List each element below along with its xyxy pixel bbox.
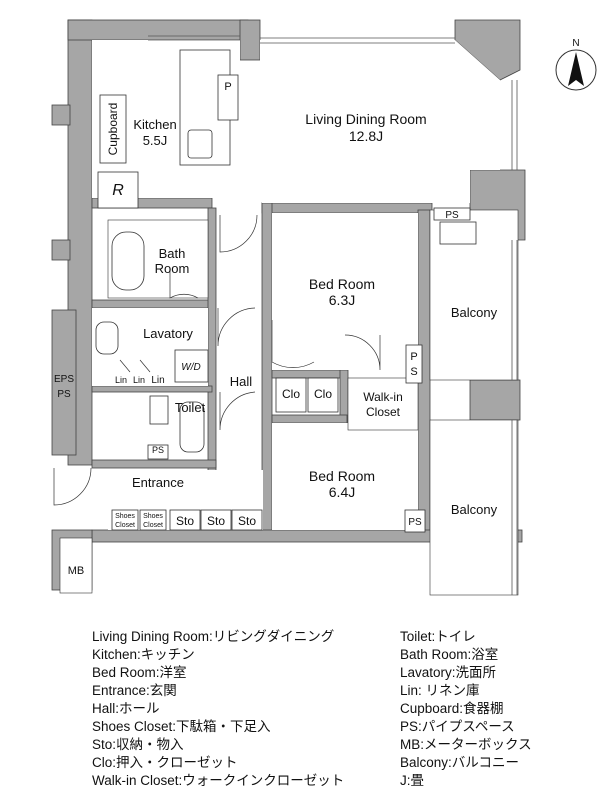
shoes2-line1: Shoes: [143, 513, 163, 520]
room-labels: Living Dining Room 12.8J Kitchen 5.5J Cu…: [54, 81, 498, 577]
ps-balcony-label: PS: [445, 210, 459, 221]
mb-label: MB: [68, 565, 85, 577]
cupboard-label: Cupboard: [106, 103, 120, 156]
ps-kitchen-label-p: P: [224, 81, 231, 93]
refrigerator-label: R: [112, 182, 124, 199]
legend-left-7: Clo:押入・クローゼット: [92, 755, 238, 770]
legend-left-2: Bed Room:洋室: [92, 665, 187, 680]
compass: N: [555, 38, 597, 91]
legend-left-1: Kitchen:キッチン: [92, 647, 195, 662]
legend-right-8: J:畳: [400, 773, 425, 788]
lin3-label: Lin: [151, 375, 164, 386]
eps-line2: PS: [57, 389, 71, 400]
legend-left-3: Entrance:玄関: [92, 683, 177, 698]
shoes1-line1: Shoes: [115, 513, 135, 520]
legend-left-0: Living Dining Room:リビングダイニング: [92, 629, 335, 644]
door-swings: [53, 214, 381, 506]
wd-label: W/D: [181, 362, 200, 373]
toilet-label: Toilet: [175, 400, 206, 415]
legend-right-5: PS:パイプスペース: [400, 719, 515, 734]
balcony2-label: Balcony: [451, 502, 498, 517]
legend-right-0: Toilet:トイレ: [400, 629, 476, 644]
shoes2-line2: Closet: [143, 522, 163, 529]
balcony1-label: Balcony: [451, 305, 498, 320]
ps-bed2-label: PS: [408, 517, 422, 528]
clo1-label: Clo: [282, 387, 300, 401]
shoes1-line2: Closet: [115, 522, 135, 529]
legend-right-1: Bath Room:浴室: [400, 647, 499, 662]
sto3-label: Sto: [238, 514, 256, 528]
clo2-label: Clo: [314, 387, 332, 401]
legend-left-8: Walk-in Closet:ウォークインクローゼット: [92, 773, 345, 788]
ps-closet-label-p: P: [410, 351, 417, 363]
bed1-size: 6.3J: [329, 292, 355, 308]
hall-label: Hall: [230, 374, 253, 389]
walkin-line2: Closet: [366, 405, 401, 419]
walkin-line1: Walk-in: [363, 390, 403, 404]
ps-closet-label-s: S: [410, 366, 417, 378]
bath-name-2: Room: [155, 261, 190, 276]
rooms: [59, 40, 519, 596]
kitchen-name: Kitchen: [133, 117, 176, 132]
lin1-label: Lin: [115, 375, 127, 385]
legend: Living Dining Room:リビングダイニング Kitchen:キッチ…: [0, 620, 600, 800]
legend-left-5: Shoes Closet:下駄箱・下足入: [92, 719, 271, 734]
sto1-label: Sto: [176, 514, 194, 528]
legend-right-7: Balcony:バルコニー: [400, 755, 520, 770]
legend-right-3: Lin: リネン庫: [400, 683, 480, 698]
eps-line1: EPS: [54, 374, 74, 385]
legend-right-2: Lavatory:洗面所: [400, 665, 497, 680]
ps-toilet-label: PS: [152, 445, 164, 455]
lavatory-label: Lavatory: [143, 326, 193, 341]
bed2-name: Bed Room: [309, 468, 375, 484]
bath-name-1: Bath: [159, 246, 186, 261]
legend-left-4: Hall:ホール: [92, 701, 160, 716]
windows: [148, 35, 518, 595]
legend-left-6: Sto:収納・物入: [92, 737, 184, 752]
fixtures: [95, 49, 477, 533]
kitchen-size: 5.5J: [143, 133, 168, 148]
lin2-label: Lin: [133, 375, 145, 385]
compass-label: N: [572, 38, 579, 49]
living-room-name: Living Dining Room: [305, 111, 426, 127]
legend-right-6: MB:メーターボックス: [400, 737, 532, 752]
bed2-size: 6.4J: [329, 484, 355, 500]
bed1-name: Bed Room: [309, 276, 375, 292]
entrance-label: Entrance: [132, 475, 184, 490]
sto2-label: Sto: [207, 514, 225, 528]
living-room-size: 12.8J: [349, 128, 383, 144]
floor-plan: N Living Dining Room 12.8J Kitchen 5.5J …: [51, 19, 597, 596]
legend-right-4: Cupboard:食器棚: [400, 701, 504, 716]
